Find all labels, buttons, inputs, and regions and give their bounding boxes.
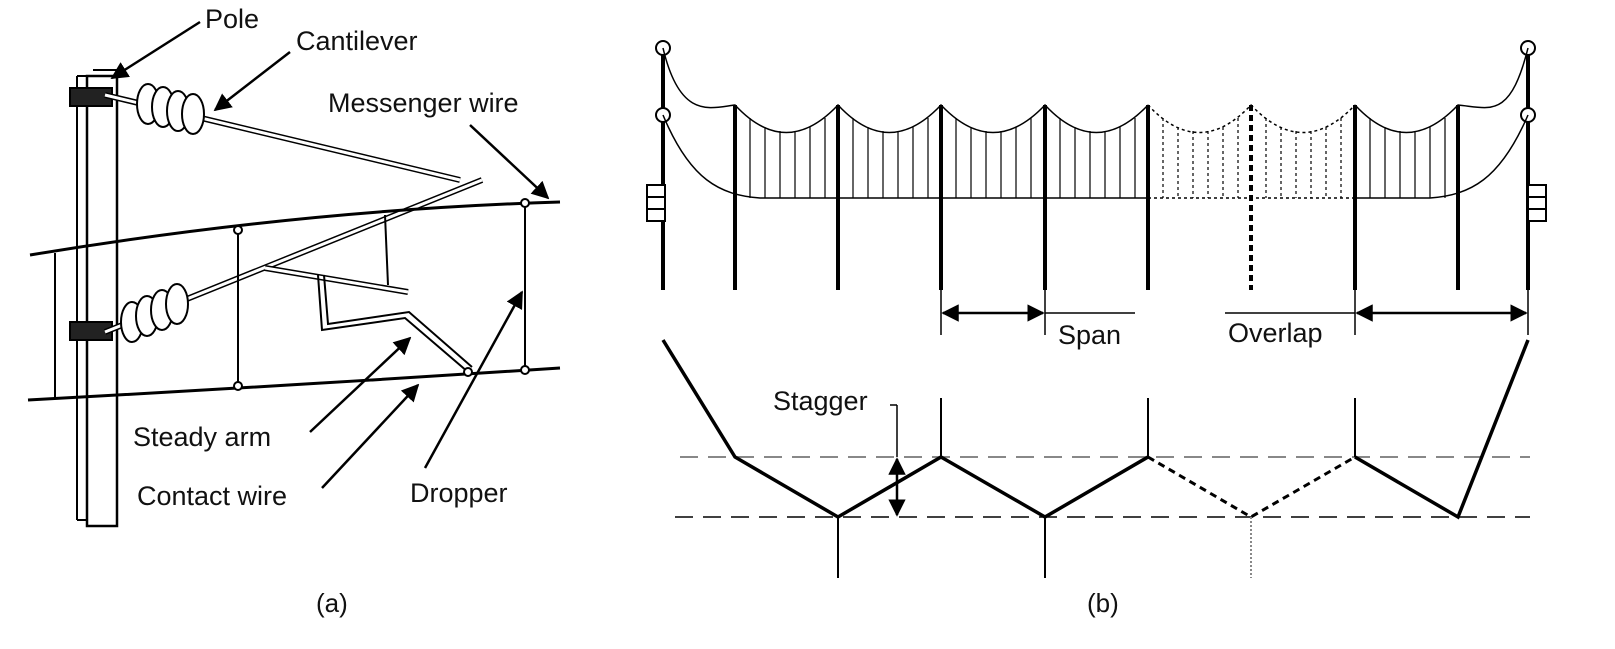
- overlap-label: Overlap: [1228, 318, 1323, 348]
- contact-wire-b-end: [1355, 114, 1529, 199]
- messenger-wire-label: Messenger wire: [328, 88, 519, 118]
- pole-shape: [69, 69, 120, 528]
- panel-b-illustration: [646, 40, 1547, 578]
- contact-wire-leader: [321, 383, 420, 489]
- overlap-droppers: [1162, 118, 1342, 198]
- contact-wire-label: Contact wire: [137, 481, 287, 511]
- end-masts: [646, 40, 1547, 290]
- stagger-zigzag: [661, 339, 1149, 520]
- stagger-plan: [661, 339, 1530, 578]
- messenger-wire-line: [29, 200, 561, 257]
- contact-wire-line: [27, 366, 561, 402]
- lower-cantilever: [103, 177, 484, 343]
- panel-a-illustration: [27, 69, 561, 528]
- stagger-zigzag-overlap: [1147, 455, 1356, 519]
- messenger-catenary: [662, 47, 1149, 134]
- dropper-label: Dropper: [410, 478, 508, 508]
- panel-a-leader-arrows: [110, 20, 550, 489]
- pole-leader: [110, 20, 201, 80]
- steady-arm-label: Steady arm: [133, 422, 271, 452]
- cantilever-label: Cantilever: [296, 26, 418, 56]
- dropper-lines: [54, 198, 530, 398]
- span-label: Span: [1058, 320, 1121, 350]
- contact-wire-b: [662, 114, 1148, 199]
- panel-b-caption: (b): [1087, 588, 1119, 618]
- stagger-zigzag-end: [1354, 339, 1530, 520]
- steady-arm-assembly: [264, 214, 473, 373]
- messenger-catenary-end: [1354, 47, 1529, 134]
- dropper-leader: [423, 290, 524, 469]
- span-droppers: [749, 118, 1446, 198]
- upper-cantilever: [104, 83, 461, 183]
- panel-a-caption: (a): [316, 588, 348, 618]
- steady-arm-leader: [309, 336, 412, 433]
- stagger-label: Stagger: [773, 386, 868, 416]
- stagger-mast-ticks: [837, 398, 1356, 578]
- pole-label: Pole: [205, 4, 259, 34]
- cantilever-leader: [213, 51, 291, 112]
- dimension-lines: [940, 290, 1529, 335]
- messenger-wire-leader: [469, 124, 550, 200]
